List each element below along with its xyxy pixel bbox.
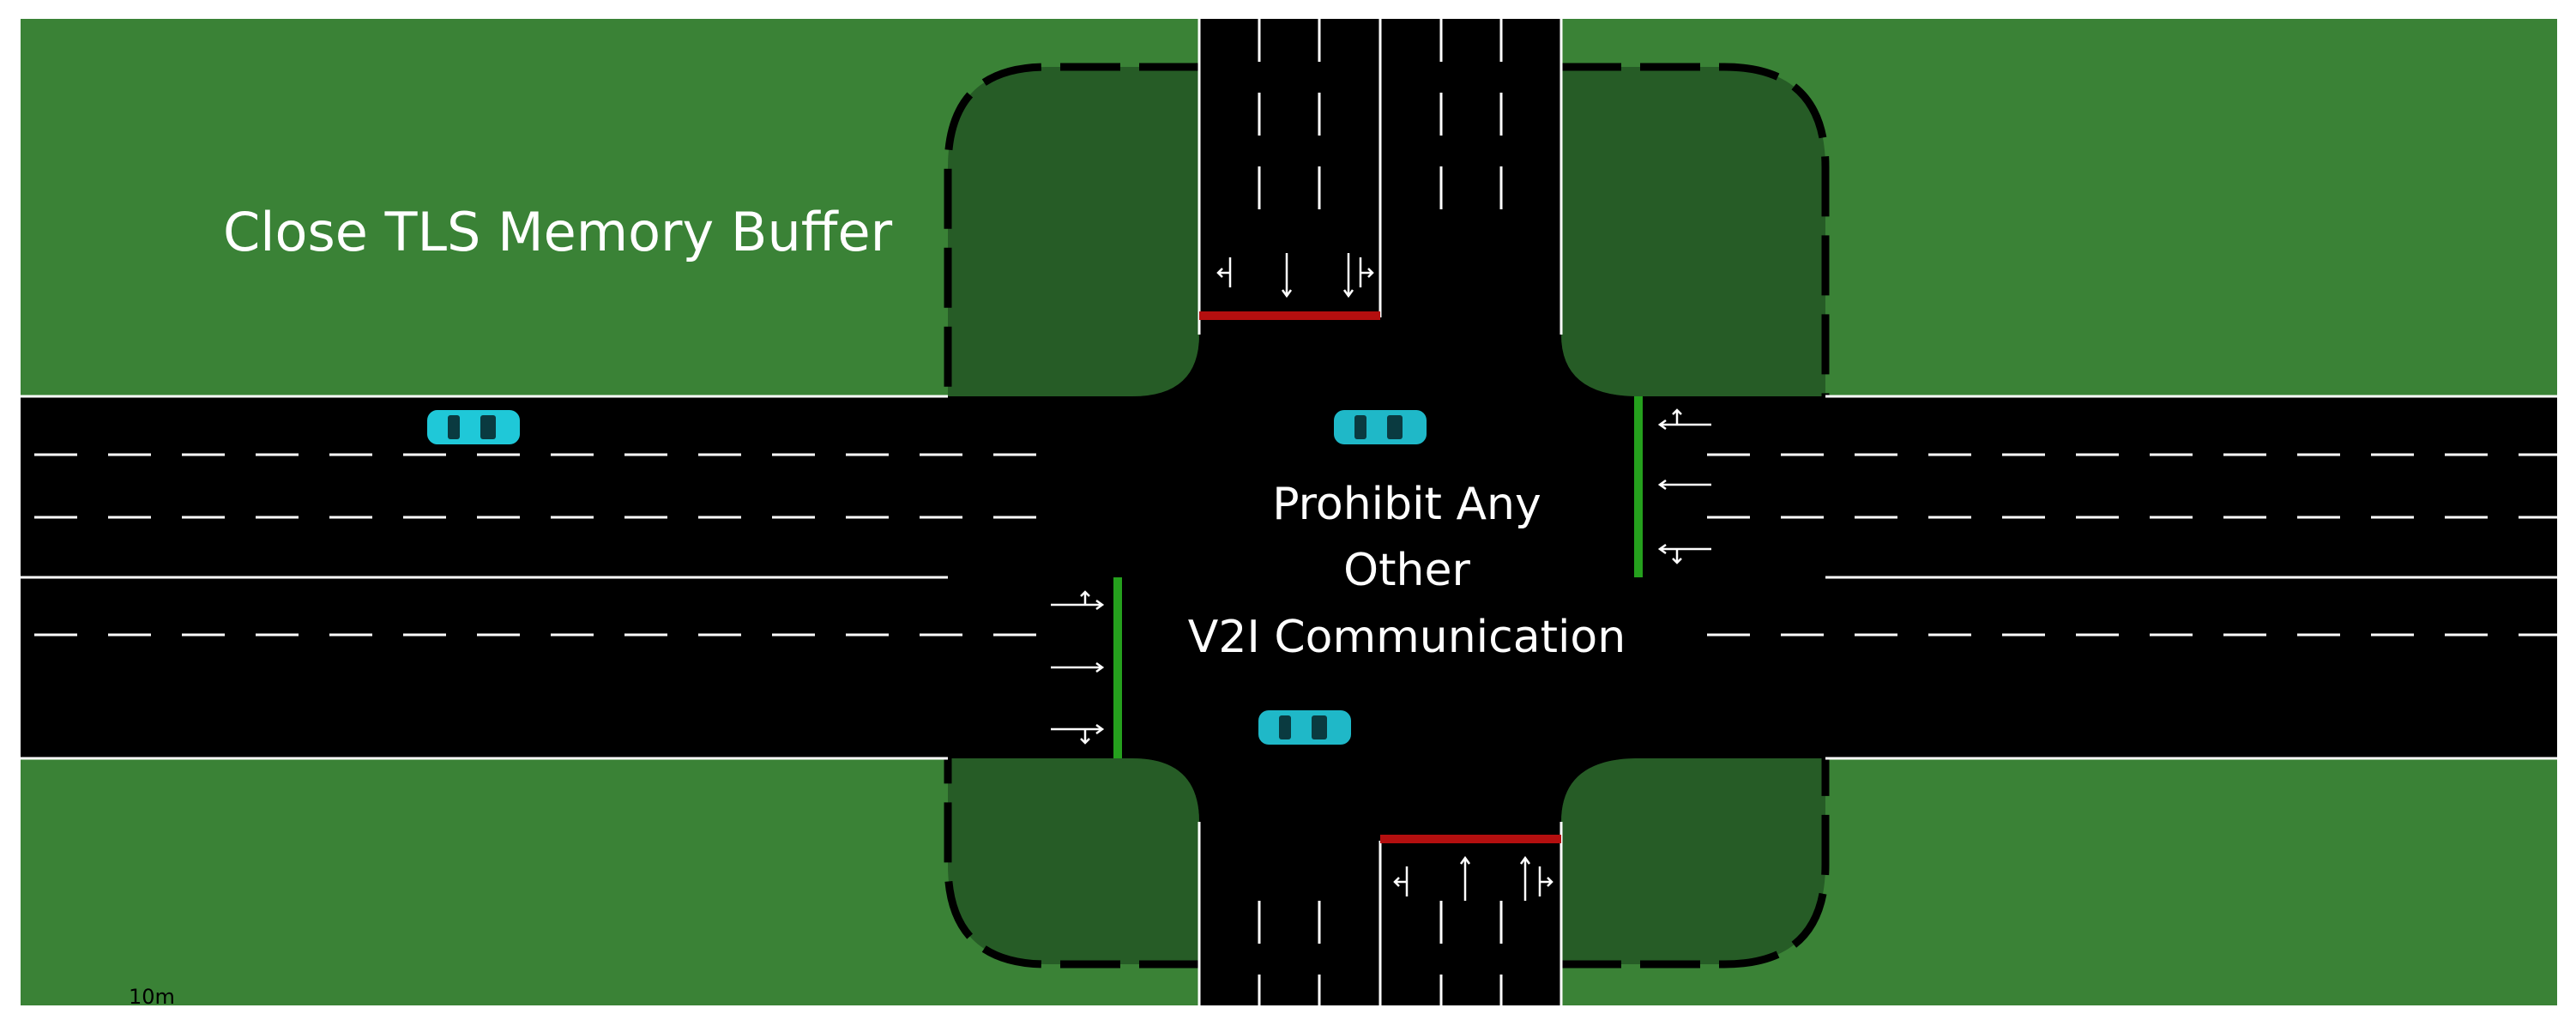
vehicle-rear-window	[1279, 715, 1291, 739]
road-edges	[21, 19, 2557, 1005]
arrow-west-lane1	[1051, 590, 1105, 611]
lane-dashes	[34, 19, 2557, 1005]
road-junction-fillet-sw	[1132, 758, 1199, 822]
corner-area-se	[1561, 758, 1825, 964]
vehicle-rear-window	[1354, 415, 1366, 439]
arrow-east-lane2	[1657, 479, 1711, 491]
vehicle-body	[1258, 710, 1351, 745]
road-junction-fillet-se	[1561, 758, 1638, 822]
roads	[21, 19, 2557, 1005]
direction-arrows	[1051, 253, 1711, 901]
vehicle-windshield	[1387, 415, 1403, 439]
stop-lines	[1113, 311, 1643, 843]
corner-area-nw	[948, 67, 1199, 396]
corner-boundary-nw	[944, 63, 1199, 396]
stop-line-east	[1634, 396, 1643, 577]
road-junction-fillet-ne	[1561, 335, 1638, 396]
corner-area-sw	[948, 758, 1199, 964]
corner-boundary-sw	[944, 758, 1199, 969]
stop-line-west	[1113, 577, 1122, 758]
arrow-north-lane4	[1359, 257, 1374, 287]
arrow-north-lane2	[1281, 253, 1293, 299]
vehicle-windshield	[480, 415, 496, 439]
arrow-east-lane3	[1657, 543, 1711, 564]
arrow-south-lane4	[1538, 866, 1553, 896]
buffer-title: Close TLS Memory Buffer	[223, 201, 893, 263]
prohibit-label-line1: Prohibit Any	[1272, 479, 1541, 530]
corner-areas	[948, 67, 1825, 964]
arrow-west-lane3	[1051, 723, 1105, 745]
stop-line-south	[1380, 835, 1561, 843]
vehicle-body	[1334, 410, 1427, 444]
arrow-south-lane3	[1519, 855, 1531, 901]
vehicle-center-north	[1334, 410, 1427, 444]
vehicle-windshield	[1312, 715, 1327, 739]
arrow-south-lane1	[1393, 866, 1409, 896]
vehicle-body	[427, 410, 520, 444]
arrow-west-lane2	[1051, 661, 1105, 673]
corner-boundaries	[944, 63, 1830, 969]
prohibit-label-line3: V2I Communication	[1188, 612, 1626, 663]
stop-line-north	[1199, 311, 1380, 320]
corner-area-ne	[1561, 67, 1825, 396]
scale-label: 10m	[129, 985, 175, 1009]
prohibit-label-line2: Other	[1343, 545, 1470, 596]
corner-boundary-se	[1561, 758, 1830, 969]
arrow-south-lane2	[1459, 855, 1471, 901]
arrow-north-lane1	[1216, 257, 1232, 287]
arrow-north-lane3	[1342, 253, 1354, 299]
arrow-east-lane1	[1657, 408, 1711, 431]
corner-boundary-ne	[1561, 63, 1830, 396]
road-junction-fillet-nw	[1132, 335, 1199, 396]
vehicle-west-road	[427, 410, 520, 444]
vehicle-center-south	[1258, 710, 1351, 745]
vehicle-rear-window	[448, 415, 460, 439]
